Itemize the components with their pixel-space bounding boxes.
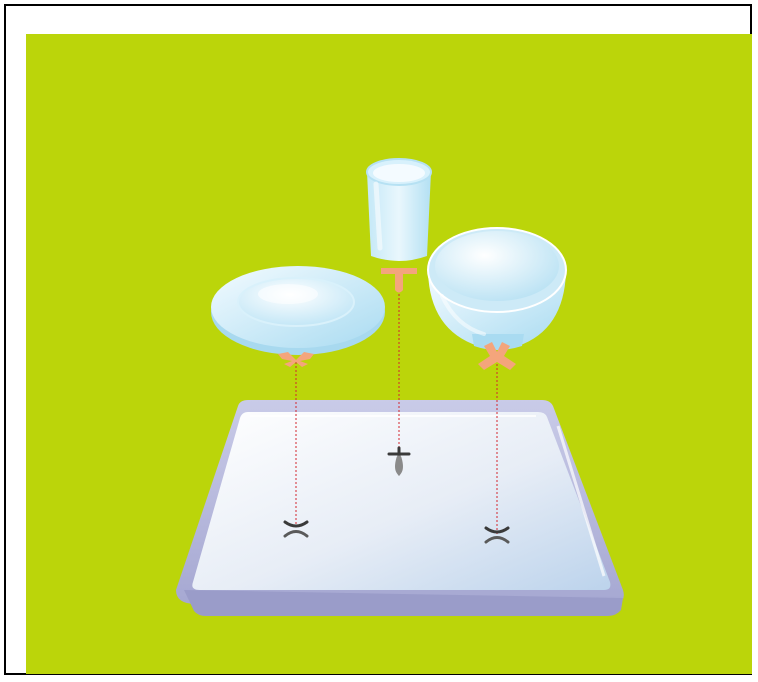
- scene-svg: [26, 34, 752, 674]
- tray: [176, 400, 624, 616]
- scene: [26, 34, 752, 674]
- figure-frame: [4, 4, 752, 675]
